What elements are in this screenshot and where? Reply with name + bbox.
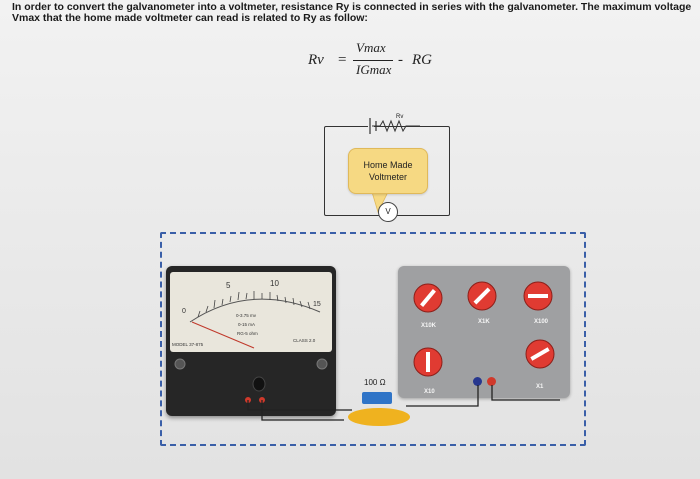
galvanometer-needle: [191, 321, 255, 349]
knob-x10: [413, 347, 443, 377]
voltmeter-symbol: V: [378, 202, 398, 222]
terminal-gap: [368, 120, 374, 132]
formula-rg: RG: [412, 52, 432, 68]
range-label-3: RG-5 ohm: [237, 331, 258, 336]
knob-x1k: [467, 281, 497, 311]
formula-lhs: Rv: [308, 52, 324, 68]
scale-label-15: 15: [313, 301, 321, 308]
formula-minus: -: [398, 52, 403, 68]
series-resistor-label: 100 Ω: [364, 378, 386, 387]
knob-caption-x10: X10: [424, 389, 435, 395]
knob-x1: [525, 339, 555, 369]
apparatus-region: [160, 232, 586, 446]
range-label-2: 0-15 mA: [238, 322, 256, 327]
scale-label-0: 0: [182, 308, 186, 315]
decade-knobs: [413, 281, 555, 377]
voltmeter-formula: Rv = Vmax IGmax - RG: [308, 40, 448, 84]
problem-statement: In order to convert the galvanometer int…: [12, 1, 692, 24]
knob-caption-x1k: X1K: [478, 319, 490, 325]
knob-caption-x1: X1: [536, 384, 544, 390]
formula-denominator: IGmax: [356, 62, 392, 77]
formula-equals: =: [338, 52, 347, 68]
resistor-base: [348, 408, 410, 426]
resistor-label: Rv: [396, 114, 404, 120]
resistor-zigzag: [372, 119, 420, 133]
knob-x10k: [413, 283, 443, 313]
scale-label-5: 5: [226, 281, 231, 290]
fraction-bar: [353, 60, 393, 61]
galvanometer-face: [170, 272, 332, 352]
model-label: MODEL 37-875: [172, 342, 204, 347]
galvanometer-scale: [189, 291, 321, 349]
formula-numerator: Vmax: [356, 40, 386, 55]
terminal-blue: [473, 377, 482, 386]
knob-caption-x100: X100: [534, 319, 549, 325]
home-made-voltmeter-label: Home Made Voltmeter: [348, 148, 428, 194]
range-label-1: 0-3.75 mv: [236, 313, 257, 318]
terminal-red-3: [487, 377, 496, 386]
class-label: CLASS 2.0: [293, 338, 316, 343]
knob-caption-x10k: X10K: [421, 323, 437, 329]
knob-x100: [523, 281, 553, 311]
series-resistor: [362, 392, 392, 404]
scale-label-10: 10: [270, 279, 279, 288]
